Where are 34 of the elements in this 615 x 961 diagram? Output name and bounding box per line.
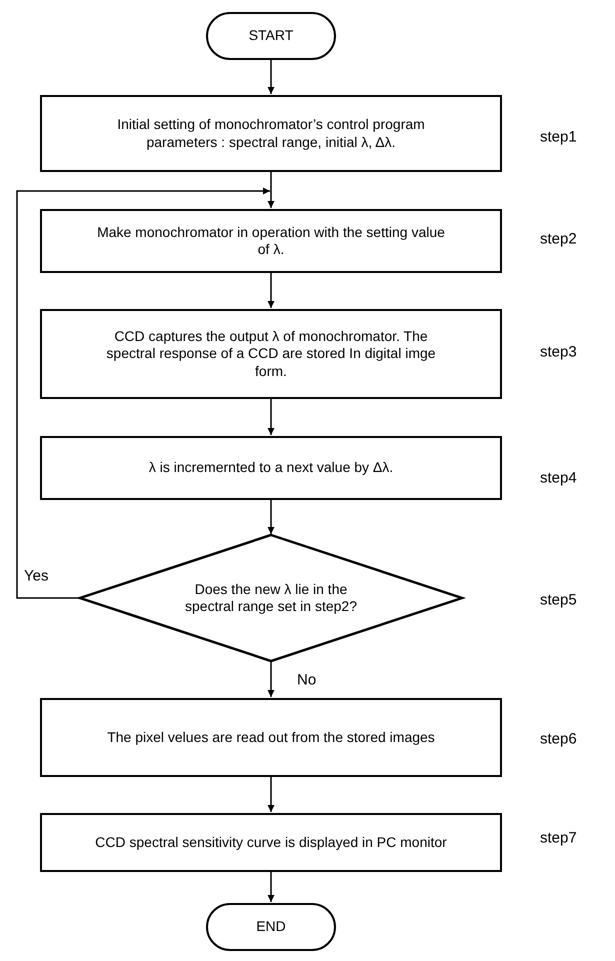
- arrow: [268, 500, 274, 534]
- node-text: Initial setting of monochromator’s control program parameters : spectral range, initial λ, Δλ.: [116, 116, 426, 151]
- node-text: CCD captures the output λ of monochromator. The spectral response of a CCD are stored In digital imge form.: [105, 328, 437, 380]
- node-text: START: [248, 27, 294, 45]
- step-label: step2: [540, 230, 577, 248]
- process-box: [40, 95, 502, 172]
- process-box: [40, 698, 502, 777]
- terminal-box: [206, 903, 336, 951]
- process-box: [40, 436, 502, 500]
- step-label: step6: [540, 730, 577, 748]
- arrow: [268, 273, 274, 308]
- terminal-box: [206, 12, 336, 60]
- process-box: [40, 813, 502, 872]
- step-label: step1: [540, 128, 577, 146]
- arrow: [268, 872, 274, 902]
- process-box: [40, 209, 502, 273]
- node-text: λ is incremernted to a next value by Δλ.: [148, 459, 394, 477]
- step-label: step7: [540, 830, 577, 846]
- step-label: step5: [540, 592, 577, 608]
- decision-text: Does the new λ lie in the spectral range set in step2?: [184, 580, 358, 616]
- arrow: [268, 661, 274, 697]
- node-text: Make monochromator in operation with the setting value of λ.: [96, 224, 446, 258]
- edge-label: No: [295, 671, 318, 688]
- arrow: [268, 172, 274, 208]
- node-text: The pixel velues are read out from the stored images: [107, 728, 435, 746]
- step-label: step3: [540, 344, 577, 360]
- arrow: [268, 777, 274, 812]
- process-box: [40, 309, 502, 399]
- arrow: [268, 60, 274, 94]
- arrow: [268, 399, 274, 435]
- arrow: [16, 188, 270, 599]
- node-text: END: [256, 918, 286, 936]
- node-text: CCD spectral sensitivity curve is displayed in PC monitor: [95, 834, 447, 852]
- step-label: step4: [540, 470, 577, 486]
